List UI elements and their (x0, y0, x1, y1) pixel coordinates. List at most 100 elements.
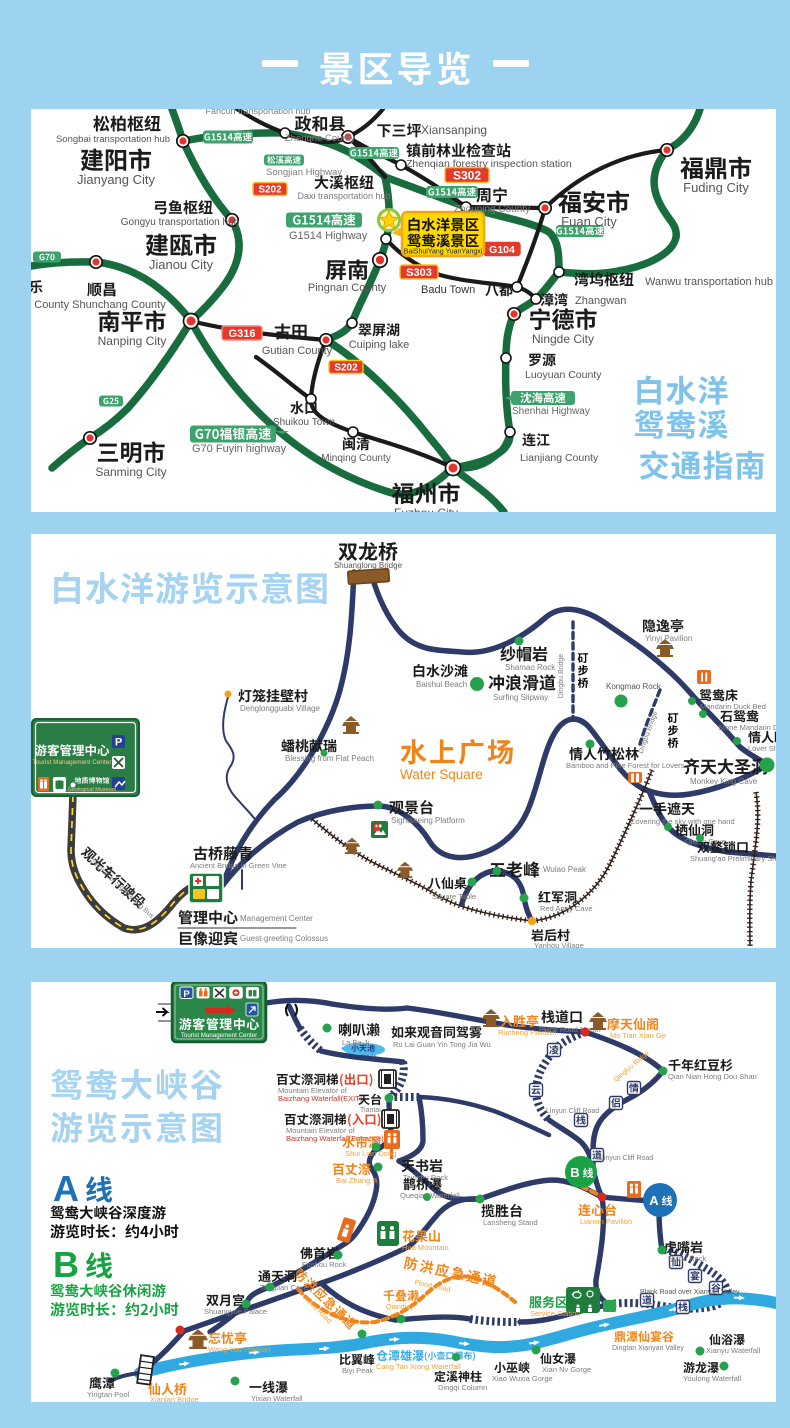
svg-text:Xian Nv Gorge: Xian Nv Gorge (542, 1365, 591, 1374)
svg-text:Wanwu transportation hub: Wanwu transportation hub (645, 276, 773, 288)
svg-text:Xiansanping: Xiansanping (421, 123, 487, 137)
svg-text:Qian Nian Hong Dou Shan: Qian Nian Hong Dou Shan (668, 1072, 757, 1081)
svg-text:Xiaotianchi: Xiaotianchi (350, 1054, 377, 1060)
svg-text:Linyun Cliff Road: Linyun Cliff Road (600, 1155, 653, 1162)
svg-text:Zhenqian forestry inspection s: Zhenqian forestry inspection station (406, 158, 572, 170)
svg-text:B: B (570, 1165, 579, 1180)
svg-text:Fuding City: Fuding City (683, 180, 749, 195)
svg-text:Youlong Waterfall: Youlong Waterfall (683, 1374, 742, 1383)
svg-text:P: P (183, 989, 190, 1000)
svg-text:Gongyu transportation hub: Gongyu transportation hub (121, 217, 240, 228)
svg-text:Ancient Bridge in Green Vine: Ancient Bridge in Green Vine (190, 861, 287, 870)
svg-text:Baizhang Waterfall(EXIT): Baizhang Waterfall(EXIT) (278, 1094, 363, 1103)
svg-text:Pingnan County: Pingnan County (308, 282, 387, 294)
svg-text:Tongtian Cave: Tongtian Cave (260, 1283, 308, 1292)
svg-text:Service Station: Service Station (530, 1309, 580, 1318)
svg-text:Zhangwan: Zhangwan (575, 295, 626, 307)
svg-text:Sightseeing Platform: Sightseeing Platform (391, 816, 465, 825)
svg-text:Lianjiang County: Lianjiang County (520, 452, 599, 464)
svg-text:Tourist Management Center: Tourist Management Center (33, 759, 113, 766)
svg-text:Daxi transportation hub: Daxi transportation hub (297, 191, 390, 201)
svg-text:Mo Tian Xian Ge: Mo Tian Xian Ge (610, 1031, 666, 1040)
svg-text:Jianou City: Jianou City (149, 257, 214, 272)
svg-text:Denglongguabi Village: Denglongguabi Village (240, 704, 320, 713)
svg-text:Management Center: Management Center (240, 914, 313, 923)
svg-text:Baizhang Waterfall(Entrance): Baizhang Waterfall(Entrance) (286, 1134, 384, 1143)
svg-text:Xianlan Bridge: Xianlan Bridge (150, 1395, 199, 1404)
svg-text:Geological Museum: Geological Museum (68, 787, 117, 793)
svg-text:Yinyi Pavilion: Yinyi Pavilion (645, 634, 692, 643)
svg-text:Wulao Peak: Wulao Peak (543, 865, 587, 874)
svg-text:Sanming City: Sanming City (95, 465, 166, 479)
svg-text:Luoyuan County: Luoyuan County (525, 369, 602, 381)
svg-text:Bai Zhang Ji: Bai Zhang Ji (336, 1176, 378, 1185)
svg-text:Zhenghe County: Zhenghe County (285, 133, 355, 144)
svg-text:BaiShuiYang YuanYangxi: BaiShuiYang YuanYangxi (404, 249, 483, 256)
svg-text:Baishui Beach: Baishui Beach (416, 680, 467, 689)
svg-text:Rucheng Pavilion: Rucheng Pavilion (498, 1028, 556, 1037)
svg-text:Xiao Wuxia Gorge: Xiao Wuxia Gorge (492, 1374, 553, 1383)
svg-text:Dingtan Xianyan Valley: Dingtan Xianyan Valley (612, 1345, 684, 1352)
svg-text:G104: G104 (489, 244, 515, 256)
svg-text:Dingqi Column: Dingqi Column (438, 1383, 487, 1392)
svg-text:Water Square: Water Square (400, 767, 483, 782)
svg-text:Shui Lian Dong: Shui Lian Dong (345, 1149, 396, 1158)
svg-text:S202: S202 (334, 363, 358, 374)
svg-text:Shuang'ao Preliminary Shaft: Shuang'ao Preliminary Shaft (690, 854, 786, 863)
svg-text:Badu Town: Badu Town (421, 284, 475, 296)
svg-text:S303: S303 (406, 267, 432, 279)
svg-text:Tourist Management Center: Tourist Management Center (181, 1032, 257, 1039)
svg-text:P: P (115, 737, 122, 749)
svg-text:Shuangyue Palace: Shuangyue Palace (204, 1307, 267, 1316)
svg-text:G316: G316 (229, 328, 256, 340)
svg-text:Minqing County: Minqing County (321, 453, 390, 464)
svg-text:Blessing from Flat Peach: Blessing from Flat Peach (285, 754, 374, 763)
svg-text:Yixian Waterfall: Yixian Waterfall (251, 1394, 303, 1403)
svg-text:Jianyang City: Jianyang City (77, 172, 156, 187)
svg-text:Surfing Slipway: Surfing Slipway (493, 693, 548, 702)
svg-text:Ningde City: Ningde City (532, 332, 594, 346)
svg-text:Covering the sky with one hand: Covering the sky with one hand (630, 817, 735, 826)
svg-text:Cang Tan Xiong Waterfall: Cang Tan Xiong Waterfall (376, 1362, 461, 1371)
svg-text:Mandarin Duck Bed: Mandarin Duck Bed (700, 702, 766, 711)
svg-text:Zhouning County: Zhouning County (454, 204, 530, 215)
svg-text:Square Table: Square Table (432, 892, 476, 901)
svg-text:S302: S302 (453, 168, 481, 182)
svg-text:Fuzhou City: Fuzhou City (394, 506, 458, 520)
svg-text:Mountain Elevator of: Mountain Elevator of (278, 1086, 348, 1095)
svg-text:Hua Mountain: Hua Mountain (402, 1243, 449, 1252)
svg-text:Yingtan Pool: Yingtan Pool (87, 1390, 130, 1399)
svg-text:Foshou Rock: Foshou Rock (302, 1260, 346, 1269)
svg-text:Bamboo and Pine Forest for Lov: Bamboo and Pine Forest for Lovers (566, 761, 685, 770)
svg-text:Songjian Highway: Songjian Highway (266, 167, 342, 178)
svg-text:Stone Mandarin Duck: Stone Mandarin Duck (718, 723, 790, 732)
svg-text:Kongmao Rock: Kongmao Rock (606, 682, 662, 691)
svg-text:Fuan City: Fuan City (561, 214, 617, 229)
svg-text:G70 Fuyin highway: G70 Fuyin highway (192, 443, 287, 455)
svg-text:B: B (53, 1244, 79, 1285)
svg-text:Shamao Rock: Shamao Rock (505, 663, 556, 672)
svg-text:A: A (649, 1193, 659, 1208)
svg-text:Lover Sho: Lover Sho (748, 744, 782, 753)
svg-text:Qiandiey: Qiandiey (386, 1304, 414, 1311)
svg-text:Wang You Pavilion: Wang You Pavilion (208, 1345, 270, 1354)
svg-text:Plank Road over Xianyan Valley: Plank Road over Xianyan Valley (640, 1289, 740, 1296)
svg-text:Yanhou Village: Yanhou Village (534, 941, 584, 950)
svg-text:Ru Lai Guan Yin Tong Jia Wu: Ru Lai Guan Yin Tong Jia Wu (393, 1040, 491, 1049)
svg-text:La Ba Ji: La Ba Ji (342, 1038, 369, 1047)
svg-text:Dingbu Bridge: Dingbu Bridge (558, 654, 565, 698)
svg-text:Huzui Rock: Huzui Rock (668, 1254, 707, 1263)
svg-text:Shenhai Highway: Shenhai Highway (512, 406, 590, 417)
svg-text:Qixian Cave: Qixian Cave (685, 837, 726, 846)
svg-text:Lansheng Stand: Lansheng Stand (483, 1218, 538, 1227)
svg-text:Nanping City: Nanping City (98, 334, 167, 348)
svg-text:Gutian County: Gutian County (262, 345, 333, 357)
svg-text:Shuikou Town: Shuikou Town (273, 417, 335, 428)
svg-text:Plank Road Mouth: Plank Road Mouth (539, 1025, 601, 1034)
svg-text:G1514 Highway: G1514 Highway (289, 230, 368, 242)
svg-text:A: A (53, 1168, 79, 1209)
svg-text:Guest-greeting Colossus: Guest-greeting Colossus (240, 934, 328, 943)
svg-text:Cuiping lake: Cuiping lake (349, 339, 410, 351)
svg-text:Biyi Peak: Biyi Peak (342, 1366, 374, 1375)
svg-text:Fancun transportation hub: Fancun transportation hub (205, 106, 310, 116)
